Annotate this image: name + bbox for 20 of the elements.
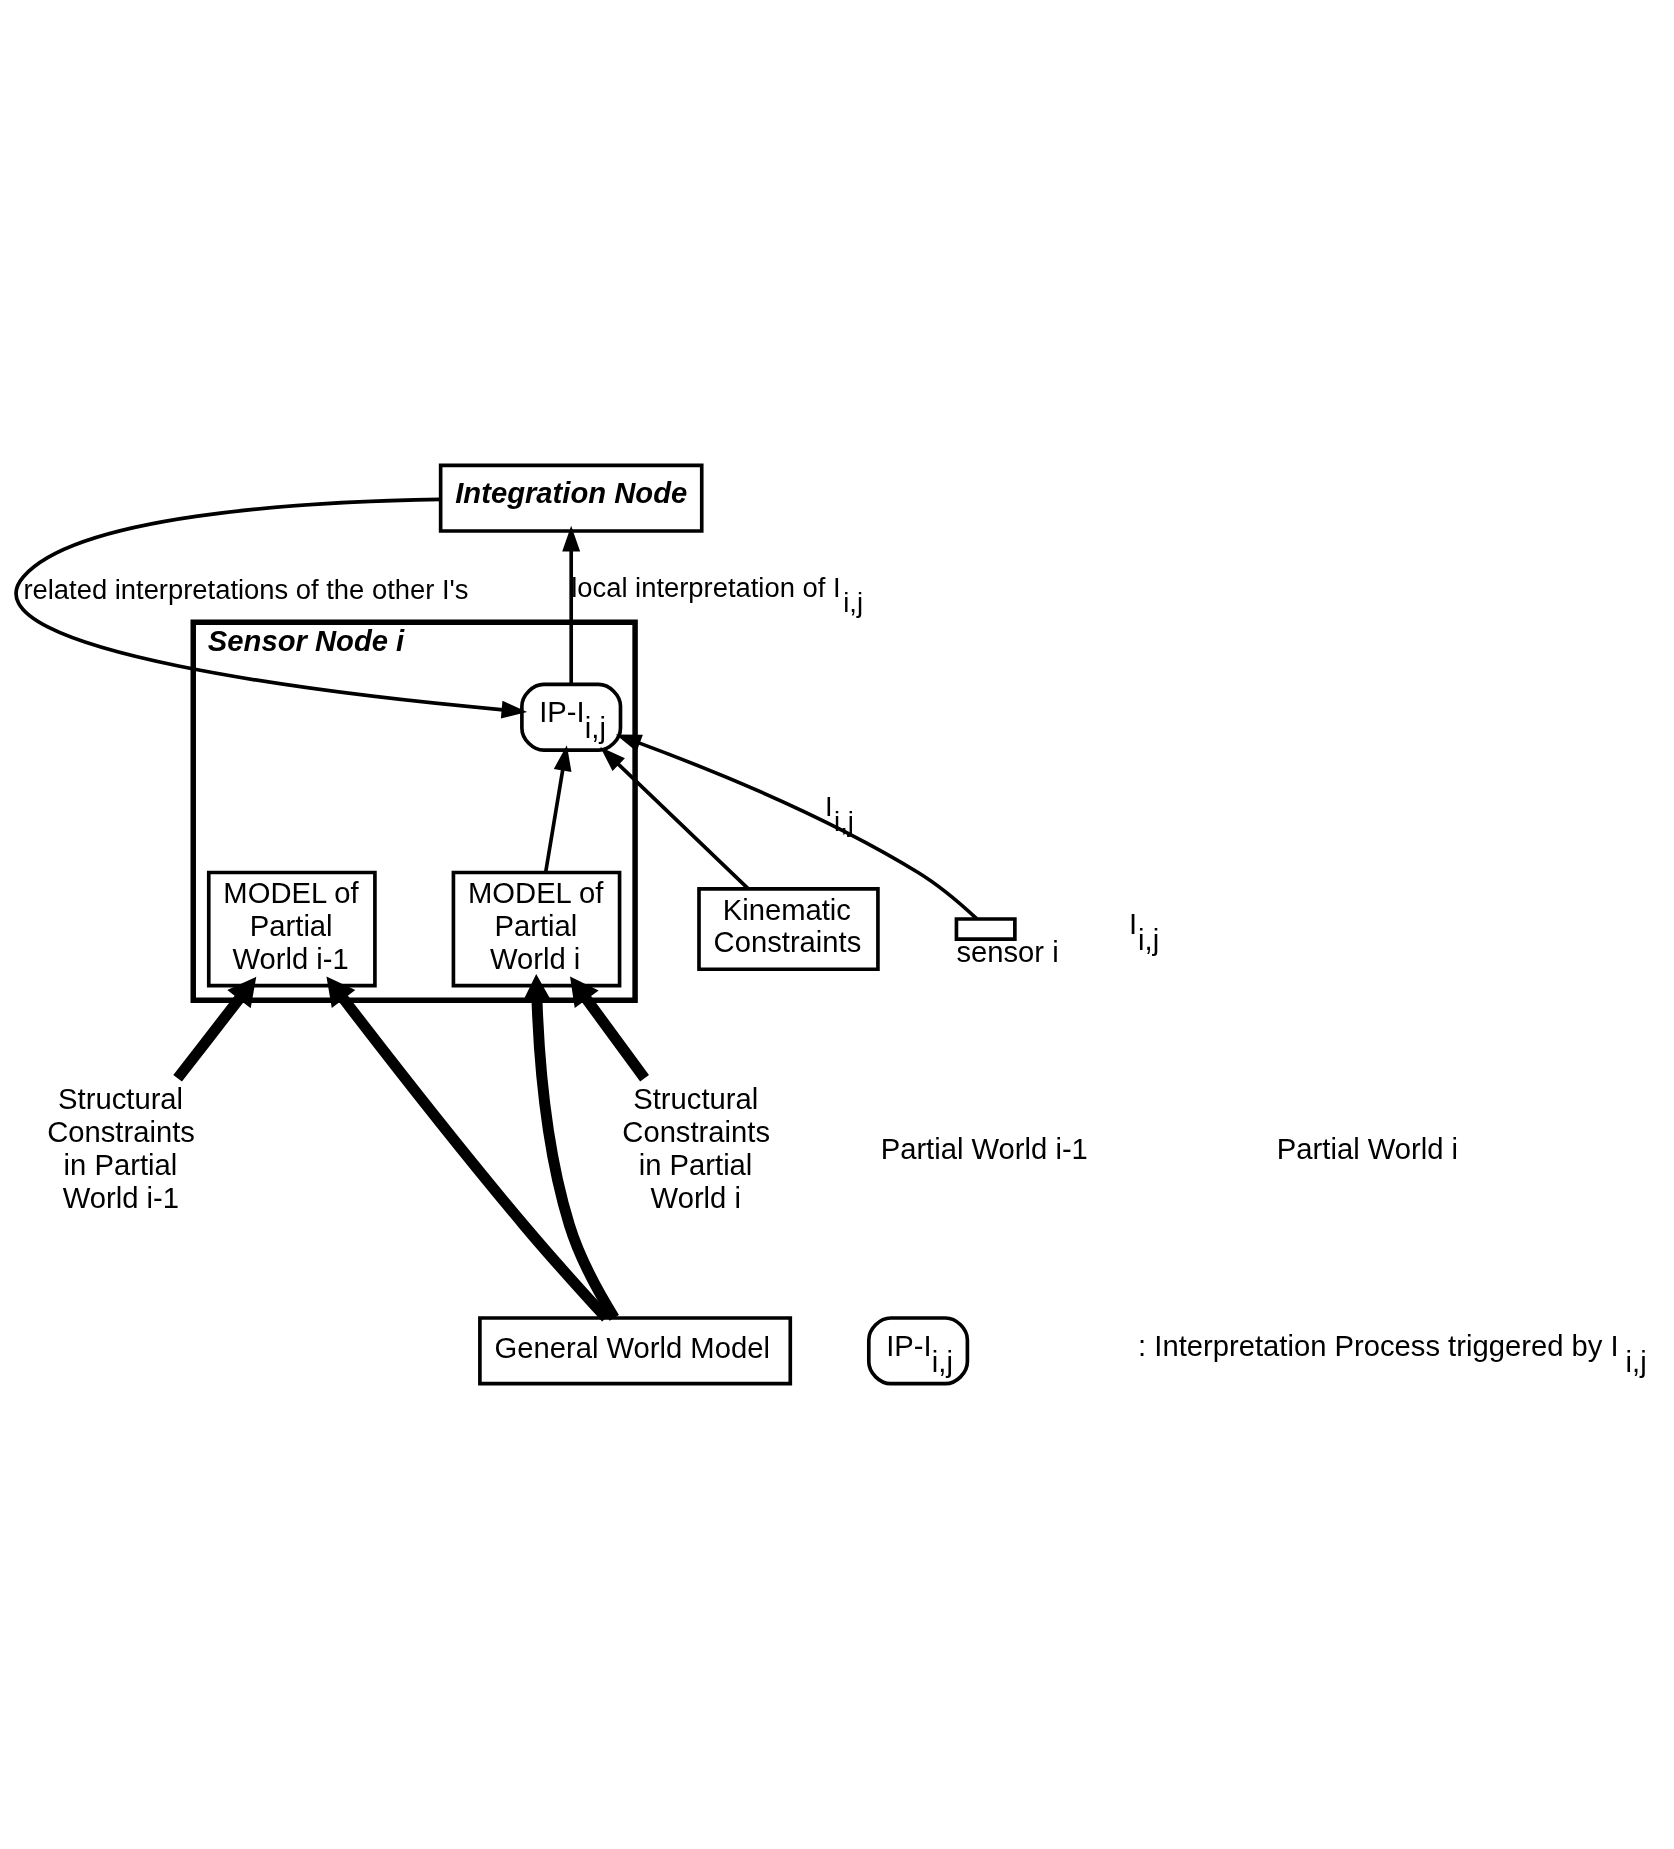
node-box — [954, 917, 1017, 941]
arrow — [522, 974, 619, 1321]
edge-label: related interpretations of the other I's — [23, 573, 469, 605]
arrow — [543, 745, 572, 873]
node-text: Structural Constraints in Partial World i — [622, 1083, 771, 1215]
node-label: sensor i — [956, 936, 1059, 969]
label: Partial World i — [1276, 1132, 1459, 1165]
arrow — [173, 976, 257, 1082]
node-box: Integration Node — [438, 463, 704, 533]
label: Partial World i-1 — [880, 1132, 1088, 1165]
arrow — [570, 976, 649, 1082]
arrow — [16, 497, 528, 719]
arrow — [562, 525, 581, 685]
node-box: Kinematic Constraints — [697, 887, 880, 972]
node-box: MODEL of Partial World i — [451, 870, 622, 988]
arrow — [600, 746, 750, 890]
arrow — [615, 734, 978, 920]
node-box: MODEL of Partial World i-1 — [206, 870, 377, 988]
node-box: General World Model — [478, 1316, 793, 1386]
node-text: Structural Constraints in Partial World i-1 — [47, 1083, 195, 1215]
